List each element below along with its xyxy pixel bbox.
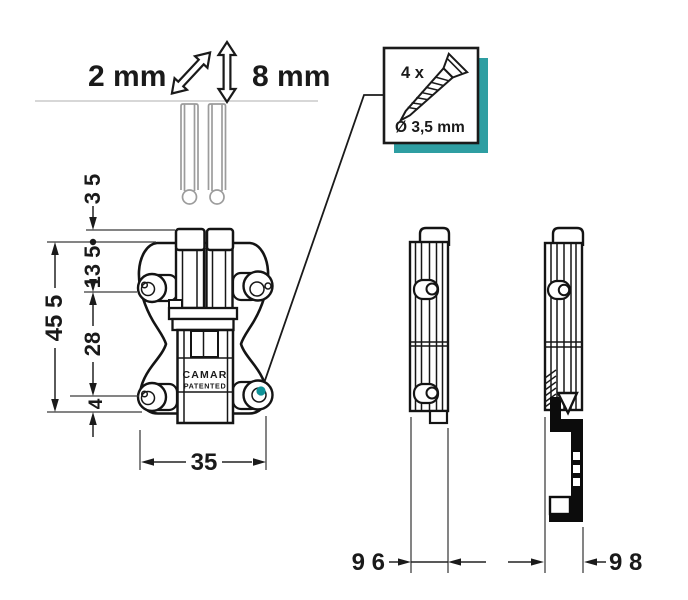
dim-hole-spacing: 28 xyxy=(80,332,105,356)
dim-profile-depth: 9 8 xyxy=(609,549,642,576)
vertical-adjustment-label: 8 mm xyxy=(252,60,330,93)
patented-label: PATENTED xyxy=(184,382,226,391)
screw-quantity-label: 4 x xyxy=(401,64,425,82)
depth-dimension-front: 9 6 xyxy=(352,417,486,576)
depth-dimension-profile: 9 8 xyxy=(508,417,642,576)
side-view-front xyxy=(408,226,451,425)
width-dimension: 35 xyxy=(139,416,267,476)
diagonal-double-arrow-icon xyxy=(170,51,212,95)
pointer-triangle xyxy=(556,391,579,416)
dim-pin-offset: 3 5 xyxy=(80,174,105,205)
front-view: CAMAR PATENTED xyxy=(136,227,274,425)
left-dimensions: 3 5 13 5 28 4 45 5 xyxy=(41,174,175,437)
screw-icon xyxy=(398,52,469,123)
accent-hole-marker xyxy=(256,386,266,396)
dim-front-depth: 9 6 xyxy=(352,549,385,576)
screw-callout: 4 x Ø 3,5 mm xyxy=(382,46,488,153)
screw-diameter-label: Ø 3,5 mm xyxy=(395,119,465,136)
side-view-profile xyxy=(543,226,585,522)
mounting-pins xyxy=(180,103,227,205)
brand-label: CAMAR xyxy=(182,369,227,381)
adjustment-annotation: 2 mm 8 mm xyxy=(88,39,330,105)
callout-leader-line xyxy=(261,94,384,390)
hook-bracket xyxy=(548,397,583,522)
vertical-double-arrow-icon xyxy=(216,39,238,105)
lateral-adjustment-label: 2 mm xyxy=(88,60,166,93)
dim-hole-to-bottom: 4 xyxy=(86,398,107,409)
dim-overall-width: 35 xyxy=(191,449,218,476)
screw-holes xyxy=(136,270,274,413)
hinge-mechanism: CAMAR PATENTED xyxy=(167,227,239,425)
dim-overall-height: 45 5 xyxy=(41,295,68,342)
